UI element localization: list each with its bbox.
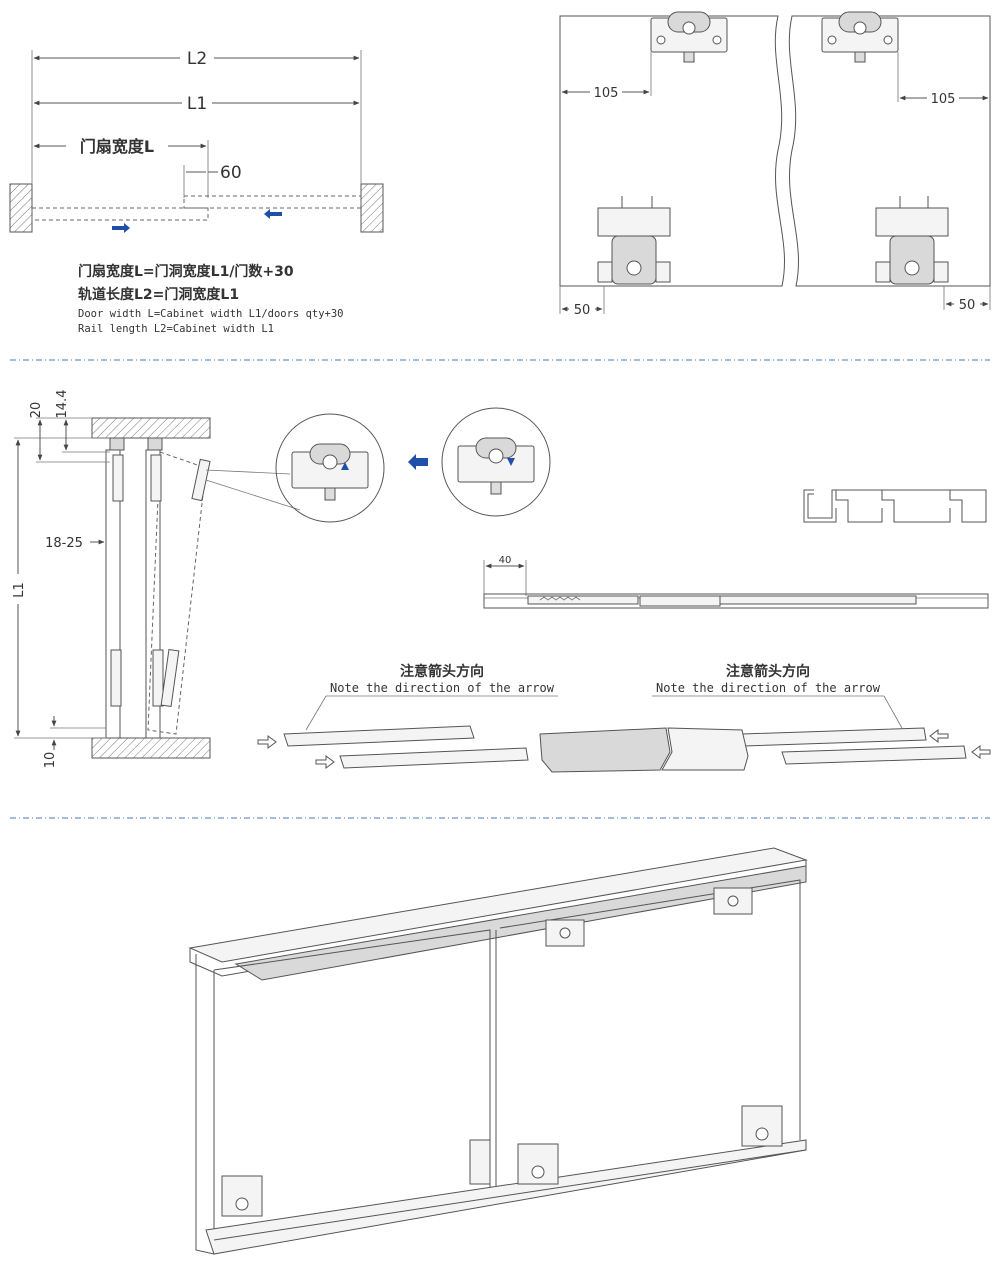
stopper-left-upper	[283, 725, 475, 747]
l1-label: L1	[187, 94, 207, 114]
door-panel-front-left	[559, 15, 785, 287]
push-arrow-2-icon	[315, 755, 335, 769]
arrow-left-icon	[264, 209, 282, 219]
formula-cn-rail-length: 轨道长度L2=门洞宽度L1	[78, 286, 239, 303]
door-panel-left	[31, 207, 209, 221]
roller-adjustment-detail	[205, 407, 551, 523]
left-wall	[9, 183, 33, 233]
side-section-diagram: L1 20 14.4 18-25 10	[8, 390, 211, 769]
top-roller-left	[650, 11, 728, 63]
left-door-panel	[213, 929, 491, 1196]
formula-en-rail-length: Rail length L2=Cabinet width L1	[78, 323, 274, 335]
bottom-rail	[205, 1139, 807, 1255]
direction-note-right: 注意箭头方向 Note the direction of the arrow	[652, 663, 903, 729]
bottom-roller-a	[221, 1175, 263, 1217]
arrow-right-icon	[112, 223, 130, 233]
note-en-right: Note the direction of the arrow	[656, 681, 881, 695]
door-profile-front	[105, 449, 121, 739]
bottom-roller-right	[875, 196, 949, 285]
rail-segment-left	[539, 727, 671, 773]
left-door-edge	[195, 954, 215, 1255]
stopper-right-upper	[741, 727, 927, 747]
l2-label: L2	[187, 49, 207, 69]
door-width-label: 门扇宽度L	[80, 137, 154, 156]
push-arrow-1-icon	[257, 735, 277, 749]
door-tilted-outline	[147, 451, 207, 735]
stopper-left-lower	[339, 747, 529, 769]
rail-profile-section	[803, 489, 987, 523]
detail-circle-1	[275, 413, 385, 523]
dim-50-right: 50	[959, 298, 976, 313]
isometric-assembly-view	[188, 847, 808, 1255]
top-cabinet-board	[91, 417, 211, 439]
formula-cn-door-width: 门扇宽度L=门洞宽度L1/门数+30	[78, 263, 294, 280]
door-width-plan-diagram: L2 L1 门扇宽度L 60 门扇宽度L=门洞宽度L1/门数+30 轨道长度L2…	[9, 44, 384, 335]
dim-14-4: 14.4	[55, 390, 70, 419]
rail-segment-right	[661, 727, 749, 771]
note-en-left: Note the direction of the arrow	[330, 681, 555, 695]
dim-10: 10	[43, 752, 58, 769]
arrow-up-icon	[341, 462, 349, 470]
bottom-roller-left	[597, 196, 671, 285]
push-arrow-4-icon	[971, 745, 991, 759]
door-panel-front-right	[788, 15, 991, 287]
dim-18-25: 18-25	[45, 536, 83, 551]
note-cn-left: 注意箭头方向	[400, 663, 484, 680]
rail-side-view: 40	[483, 555, 989, 609]
bottom-cabinet-board	[91, 737, 211, 759]
door-profile-back	[145, 449, 161, 739]
arrow-left-icon-detail	[408, 454, 428, 470]
bottom-roller-b	[469, 1139, 491, 1185]
dim-20: 20	[29, 402, 44, 419]
dim-40: 40	[499, 555, 512, 566]
bottom-roller-d	[741, 1105, 783, 1147]
dim-50-left: 50	[574, 303, 591, 318]
push-arrow-3-icon	[929, 729, 949, 743]
note-cn-right: 注意箭头方向	[726, 663, 810, 680]
dim-l1-vertical: L1	[12, 582, 27, 598]
door-panel-right	[183, 195, 362, 209]
roller-position-diagram: 105 105 50 50	[559, 11, 991, 318]
dim-105-left: 105	[594, 86, 619, 101]
top-roller-a	[545, 919, 585, 947]
bottom-roller-c	[517, 1143, 559, 1185]
top-roller-b	[713, 887, 753, 915]
dim-105-right: 105	[931, 92, 956, 107]
stopper-right-lower	[781, 745, 967, 765]
rail-body	[483, 593, 989, 609]
stopper-parts	[257, 725, 991, 773]
formula-en-door-width: Door width L=Cabinet width L1/doors qty+…	[78, 308, 344, 320]
arrow-down-icon	[507, 458, 515, 466]
top-roller-right	[821, 11, 899, 63]
right-door-panel	[499, 879, 801, 1140]
detail-circle-2	[441, 407, 551, 517]
overlap-label: 60	[220, 163, 242, 183]
direction-note-left: 注意箭头方向 Note the direction of the arrow	[305, 663, 558, 731]
right-wall	[360, 183, 384, 233]
